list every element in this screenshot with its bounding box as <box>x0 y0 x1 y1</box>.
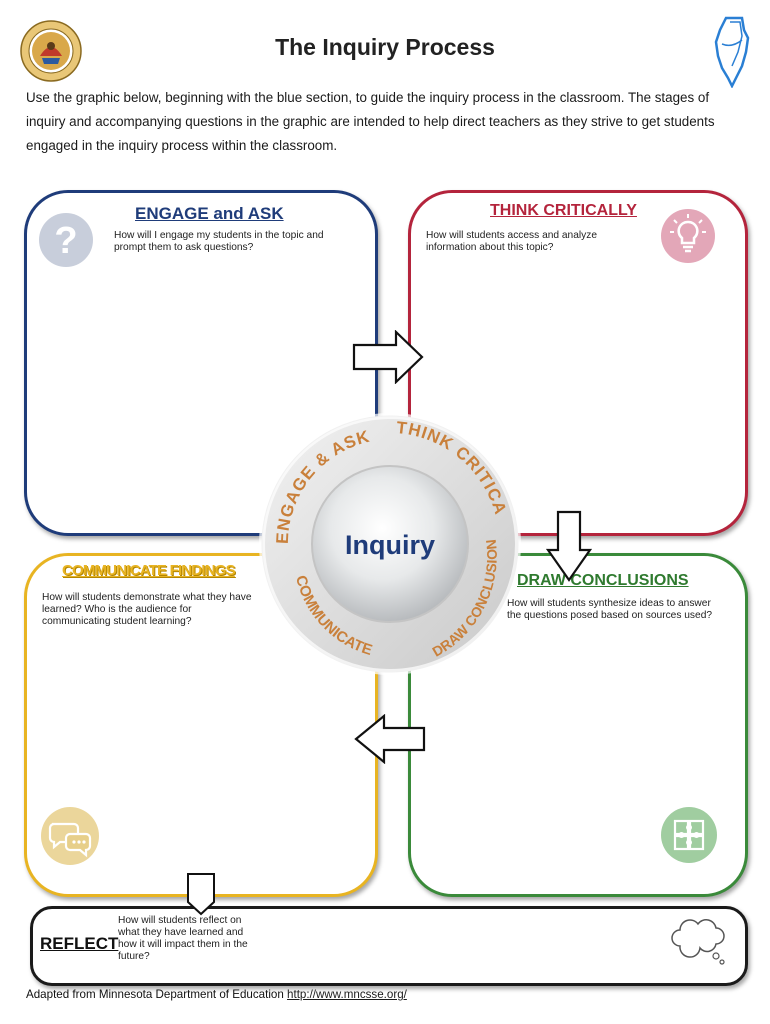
arrow-down-icon <box>546 510 592 582</box>
communicate-title: COMMUNICATE FINDINGS <box>62 562 236 579</box>
draw-title: DRAW CONCLUSIONS <box>517 572 689 589</box>
inquiry-wheel: ENGAGE & ASK THINK CRITICALLY DRAW CONCL… <box>258 405 521 675</box>
draw-question: How will students synthesize ideas to an… <box>507 598 713 621</box>
footer-text: Adapted from Minnesota Department of Edu… <box>26 988 284 1001</box>
reflect-box <box>30 906 748 986</box>
svg-text:?: ? <box>54 220 77 262</box>
footer: Adapted from Minnesota Department of Edu… <box>26 988 407 1001</box>
wheel-center-label: Inquiry <box>345 530 435 560</box>
arrow-right-icon <box>352 330 424 384</box>
arrow-down-reflect-icon <box>187 873 215 916</box>
think-title: THINK CRITICALLY <box>490 202 637 219</box>
engage-title: ENGAGE and ASK <box>135 204 284 223</box>
reflect-title: REFLECT <box>40 934 119 953</box>
engage-question: How will I engage my students in the top… <box>114 230 324 253</box>
illinois-seal-icon <box>20 20 82 82</box>
chat-bubbles-icon <box>41 807 99 865</box>
page-title: The Inquiry Process <box>275 34 495 60</box>
reflect-question: How will students reflect on what they h… <box>118 915 248 962</box>
intro-paragraph: Use the graphic below, beginning with th… <box>26 90 715 153</box>
question-mark-icon: ? <box>39 213 93 267</box>
puzzle-icon <box>661 807 717 863</box>
arrow-left-icon <box>354 714 426 764</box>
illinois-state-icon <box>714 16 750 88</box>
footer-link[interactable]: http://www.mncsse.org/ <box>287 988 407 1001</box>
thought-cloud-icon <box>671 919 725 965</box>
think-question: How will students access and analyze inf… <box>426 230 598 253</box>
lightbulb-icon <box>661 209 715 263</box>
communicate-question: How will students demonstrate what they … <box>42 592 252 627</box>
